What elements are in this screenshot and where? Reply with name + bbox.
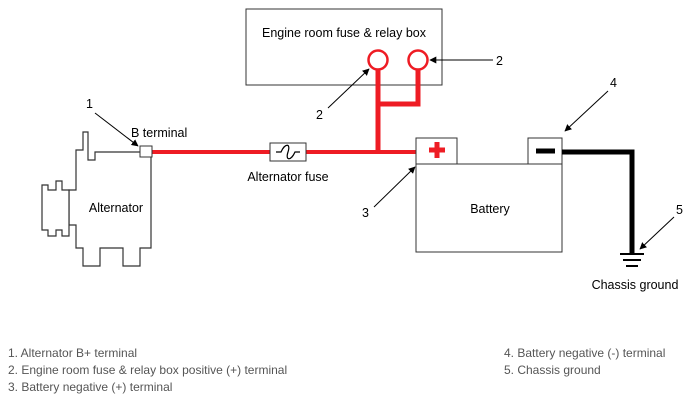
callout-2-lower: 2: [316, 108, 323, 122]
battery: Battery: [415, 137, 563, 253]
positive-wire: [152, 70, 421, 154]
chassis-ground-label: Chassis ground: [592, 278, 679, 292]
callout-5: 5: [676, 203, 683, 217]
fuse-relay-box-label: Engine room fuse & relay box: [262, 26, 427, 40]
negative-wire: [562, 149, 635, 253]
ground-icon: [620, 253, 644, 267]
fuse-relay-box: Engine room fuse & relay box: [245, 8, 443, 86]
battery-label: Battery: [470, 202, 510, 216]
alternator: Alternator: [41, 131, 153, 267]
callout-4: 4: [610, 76, 617, 90]
minus-icon: [536, 148, 555, 154]
legend-item: 3. Battery negative (+) terminal: [8, 380, 173, 394]
alternator-b-terminal: [139, 145, 153, 158]
legend-left: 1. Alternator B+ terminal 2. Engine room…: [8, 345, 287, 396]
alternator-fuse-label: Alternator fuse: [247, 170, 328, 184]
callout-2-right: 2: [496, 54, 503, 68]
alternator-fuse: [269, 142, 307, 162]
legend-item: 1. Alternator B+ terminal: [8, 346, 138, 360]
callout-1: 1: [86, 97, 93, 111]
alternator-label: Alternator: [89, 201, 143, 215]
b-terminal-label: B terminal: [131, 126, 187, 140]
legend-item: 2. Engine room fuse & relay box positive…: [8, 363, 288, 377]
fuse-box-positive-terminal-2: [407, 49, 429, 71]
fuse-box-positive-terminal-1: [367, 49, 389, 71]
legend-item: 5. Chassis ground: [504, 363, 601, 377]
callout-3: 3: [362, 206, 369, 220]
wiring-diagram: Engine room fuse & relay box Alternator …: [41, 8, 683, 292]
legend-item: 4. Battery negative (-) terminal: [504, 346, 666, 360]
legend-right: 4. Battery negative (-) terminal 5. Chas…: [504, 345, 665, 379]
callout-leaders: [94, 56, 675, 250]
